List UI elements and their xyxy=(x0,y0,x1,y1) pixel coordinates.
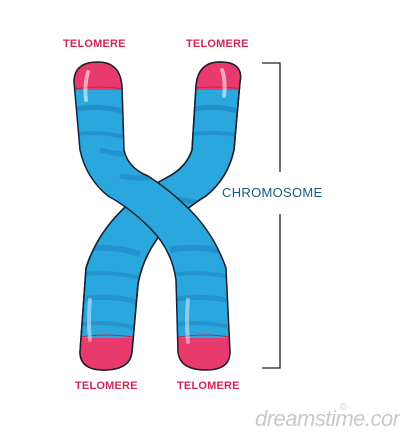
telomere-label-bottom-right: TELOMERE xyxy=(177,380,240,392)
watermark-copyright-icon: © xyxy=(340,402,347,412)
chromosome-bracket xyxy=(262,62,281,369)
watermark: dreamstime.com © xyxy=(255,402,400,432)
telomere-label-top-left: TELOMERE xyxy=(63,38,126,50)
telomere-label-top-right: TELOMERE xyxy=(186,38,249,50)
chromosome-label: CHROMOSOME xyxy=(222,185,323,200)
telomere-label-bottom-left: TELOMERE xyxy=(75,380,138,392)
watermark-text: dreamstime.com xyxy=(255,406,400,431)
